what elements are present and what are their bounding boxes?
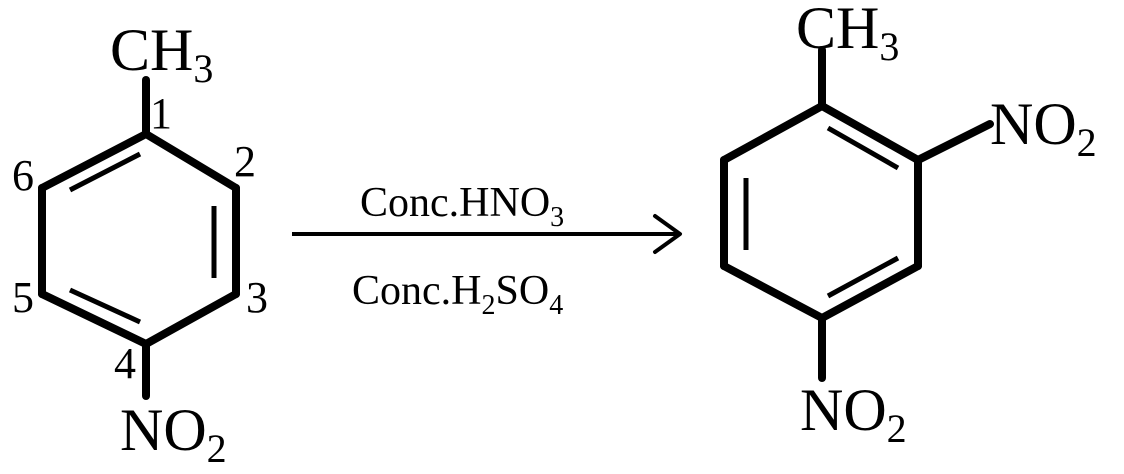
product-nitro-bond-right [914, 120, 994, 164]
product-benzene-ring [720, 102, 922, 322]
reaction-arrow-group: Conc.HNO3 Conc.H2SO4 [292, 180, 682, 321]
reactant-ring-position-numbers: 1 2 3 4 5 6 [12, 89, 268, 388]
reactant-molecule: CH3 NO2 1 2 3 4 5 6 [12, 17, 268, 471]
reagent-above-label: Conc.HNO3 [360, 180, 564, 233]
ring-position-6: 6 [12, 151, 34, 200]
reagent-below-label: Conc.H2SO4 [352, 268, 563, 321]
reactant-methyl-label: CH3 [110, 17, 213, 91]
ring-position-1: 1 [150, 89, 172, 138]
reaction-arrow-head [653, 214, 682, 254]
ring-position-4: 4 [114, 339, 136, 388]
product-methyl-label: CH3 [796, 0, 899, 69]
ring-position-3: 3 [246, 273, 268, 322]
product-nitro-label-right: NO2 [990, 91, 1097, 165]
reactant-nitro-label: NO2 [120, 397, 227, 471]
reactant-benzene-ring [38, 130, 240, 348]
product-molecule: CH3 NO2 NO2 [720, 0, 1097, 451]
ring-position-5: 5 [12, 273, 34, 322]
ring-position-2: 2 [234, 137, 256, 186]
product-nitro-label-bottom: NO2 [800, 377, 907, 451]
